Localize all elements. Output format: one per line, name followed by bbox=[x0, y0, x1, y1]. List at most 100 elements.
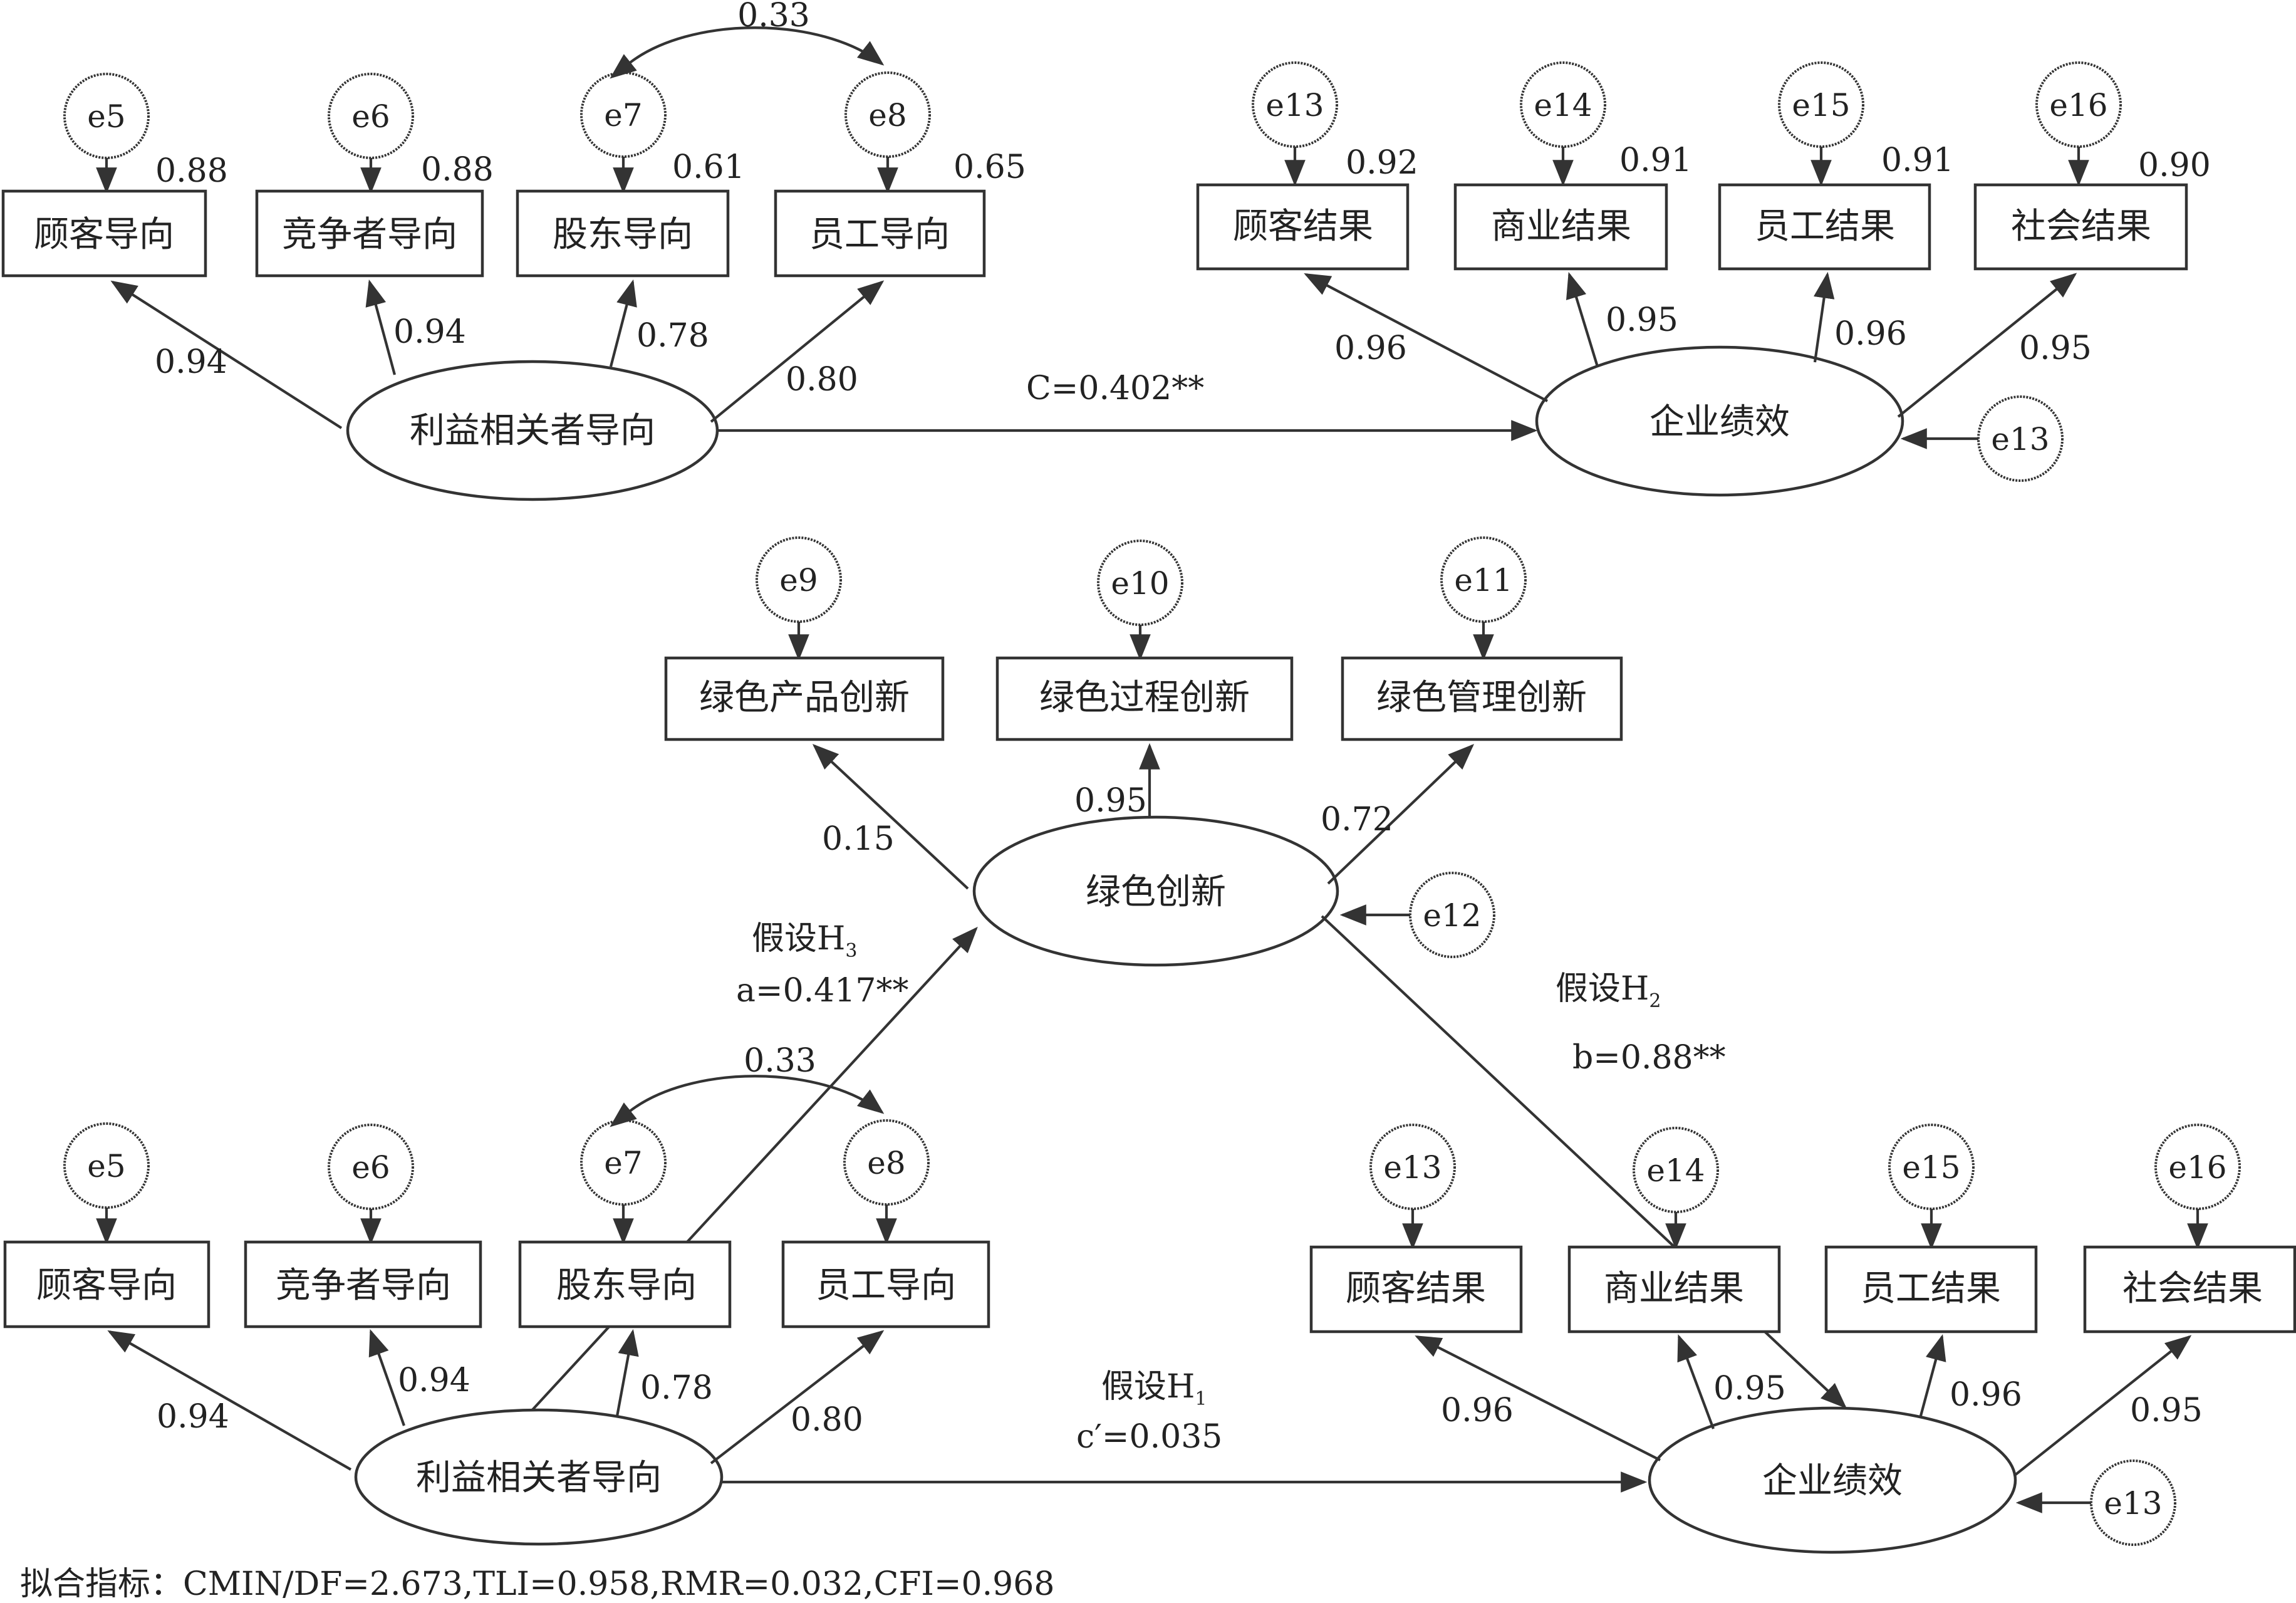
loading-value: 0.95 bbox=[1074, 782, 1147, 820]
r2-value: 0.90 bbox=[2138, 147, 2211, 184]
indicator-box bbox=[518, 1240, 732, 1329]
covariance-arrow bbox=[610, 26, 885, 79]
indicator-label: 股东导向 bbox=[556, 1265, 697, 1306]
indicator-box bbox=[1718, 183, 1931, 271]
indicator-label: 绿色过程创新 bbox=[1039, 677, 1250, 718]
latent-ellipse bbox=[1535, 345, 1904, 497]
indicator-label: 顾客导向 bbox=[36, 1265, 177, 1306]
indicator-label: 竞争者导向 bbox=[282, 214, 457, 255]
error-label: e7 bbox=[604, 97, 642, 133]
error-label: e10 bbox=[1111, 565, 1169, 602]
loading-value: 0.94 bbox=[155, 343, 227, 381]
indicator-box bbox=[1973, 183, 2188, 271]
error-label: e9 bbox=[779, 562, 818, 598]
error-label: e11 bbox=[1454, 562, 1512, 598]
loading-value: 0.96 bbox=[1834, 315, 1907, 353]
error-label: e6 bbox=[351, 1149, 390, 1186]
indicator-box bbox=[1453, 183, 1668, 271]
loading-arrow bbox=[107, 1330, 352, 1471]
fit-indices-caption: 拟合指标：CMIN/DF=2.673,TLI=0.958,RMR=0.032,C… bbox=[20, 1565, 1054, 1603]
loading-arrow bbox=[1415, 1335, 1661, 1461]
loading-arrow bbox=[1327, 744, 1475, 885]
indicator-box bbox=[244, 1240, 482, 1329]
loading-arrow bbox=[1813, 271, 1835, 363]
error-label: e16 bbox=[2049, 87, 2107, 123]
indicator-label: 员工导向 bbox=[816, 1265, 956, 1306]
loading-value: 0.78 bbox=[640, 1369, 713, 1407]
indicator-label: 顾客导向 bbox=[34, 214, 174, 255]
indicator-box bbox=[1309, 1245, 1523, 1334]
total-effect-value: C=0.402** bbox=[1026, 370, 1204, 407]
error-label: e5 bbox=[87, 1148, 125, 1184]
path-a-value: a=0.417** bbox=[736, 972, 908, 1010]
covariance-value: 0.33 bbox=[744, 1042, 816, 1080]
loading-arrow bbox=[368, 1329, 405, 1426]
indicator-box bbox=[1824, 1245, 2038, 1334]
direct-effect-hypothesis: 假设H1 bbox=[1101, 1368, 1207, 1410]
loading-value: 0.94 bbox=[393, 313, 466, 351]
path-a-arrow bbox=[528, 926, 978, 1414]
latent-ellipse bbox=[1648, 1406, 2017, 1554]
r2-value: 0.88 bbox=[421, 151, 494, 189]
loading-value: 0.94 bbox=[157, 1398, 229, 1436]
indicator-box bbox=[664, 656, 945, 741]
indicator-box bbox=[774, 189, 986, 278]
disturbance-label: e13 bbox=[1991, 421, 2049, 457]
error-label: e5 bbox=[87, 98, 125, 135]
indicator-label: 员工导向 bbox=[809, 214, 950, 255]
r2-value: 0.65 bbox=[953, 149, 1026, 186]
error-label: e13 bbox=[1383, 1149, 1441, 1186]
error-label: e15 bbox=[1792, 87, 1850, 123]
latent-label: 绿色创新 bbox=[1086, 872, 1226, 912]
indicator-label: 顾客结果 bbox=[1346, 1268, 1486, 1309]
indicator-label: 商业结果 bbox=[1491, 206, 1631, 247]
loading-arrow bbox=[710, 1330, 885, 1465]
disturbance-label: e12 bbox=[1423, 897, 1481, 934]
indicator-box bbox=[781, 1240, 990, 1329]
loading-arrow bbox=[1566, 271, 1599, 367]
indicator-box bbox=[3, 1240, 210, 1329]
latent-label: 利益相关者导向 bbox=[410, 410, 655, 451]
error-label: e14 bbox=[1646, 1152, 1705, 1189]
path-a-hypothesis: 假设H3 bbox=[752, 920, 857, 962]
latent-ellipse bbox=[972, 815, 1339, 967]
loading-value: 0.95 bbox=[1606, 301, 1678, 339]
latent-label: 利益相关者导向 bbox=[416, 1458, 662, 1498]
indicator-label: 员工结果 bbox=[1755, 206, 1895, 247]
indicator-label: 绿色产品创新 bbox=[699, 677, 910, 718]
indicator-label: 社会结果 bbox=[2011, 206, 2151, 247]
indicator-label: 股东导向 bbox=[553, 214, 693, 255]
loading-value: 0.78 bbox=[636, 317, 709, 355]
loading-value: 0.94 bbox=[398, 1362, 470, 1399]
direct-effect-value: c′=0.035 bbox=[1076, 1418, 1222, 1456]
indicator-box bbox=[1, 189, 207, 278]
loading-arrow bbox=[710, 280, 885, 423]
loading-value: 0.96 bbox=[1334, 330, 1407, 367]
r2-value: 0.91 bbox=[1881, 142, 1954, 179]
latent-ellipse bbox=[354, 1408, 724, 1546]
loading-arrow bbox=[812, 744, 969, 890]
indicator-box bbox=[1341, 656, 1623, 741]
loading-arrow bbox=[1897, 273, 2077, 418]
error-label: e8 bbox=[867, 1145, 905, 1181]
error-label: e14 bbox=[1534, 87, 1592, 123]
loading-arrow bbox=[110, 280, 343, 429]
error-label: e6 bbox=[351, 98, 390, 135]
covariance-value: 0.33 bbox=[737, 0, 810, 34]
loading-value: 0.96 bbox=[1441, 1392, 1514, 1429]
error-label: e16 bbox=[2168, 1149, 2226, 1186]
r2-value: 0.88 bbox=[155, 152, 228, 190]
error-label: e7 bbox=[604, 1145, 642, 1181]
error-label: e8 bbox=[868, 97, 906, 133]
loading-arrow bbox=[615, 1329, 639, 1417]
indicator-label: 绿色管理创新 bbox=[1376, 677, 1587, 718]
latent-label: 企业绩效 bbox=[1762, 1461, 1903, 1501]
loading-value: 0.80 bbox=[786, 361, 858, 399]
loading-arrow bbox=[1304, 273, 1548, 402]
top-model: e5 e6 e7 e8 0.33 0.88 0.88 0.61 0.65 顾客导… bbox=[1, 0, 2211, 501]
loading-arrow bbox=[1677, 1334, 1715, 1429]
middle-model: e9 e10 e11 绿色产品创新 绿色过程创新 绿色管理创新 绿色创新 0.1… bbox=[528, 536, 1847, 1414]
loading-value: 0.95 bbox=[2019, 330, 2092, 367]
loading-value: 0.80 bbox=[791, 1401, 863, 1439]
